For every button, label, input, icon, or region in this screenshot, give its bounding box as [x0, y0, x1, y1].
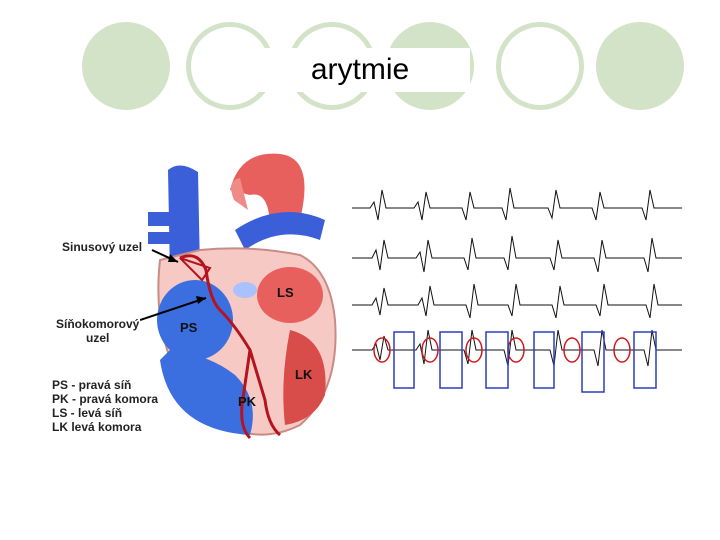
- chamber-label-lk: LK: [295, 367, 312, 382]
- legend-item: LK levá komora: [52, 420, 158, 434]
- legend-item: LS - levá síň: [52, 406, 158, 420]
- slide-title: arytmie: [250, 48, 470, 92]
- chamber-label-pk: PK: [238, 394, 256, 409]
- legend-item: PK - pravá komora: [52, 392, 158, 406]
- label-av-node-line1: Síňokomorový: [56, 317, 139, 331]
- label-sinus-node: Sinusový uzel: [62, 240, 142, 254]
- label-av-node-line2: uzel: [86, 331, 109, 345]
- decor-circle-6: [596, 22, 684, 110]
- chamber-label-ls: LS: [277, 285, 294, 300]
- decor-circle-5: [496, 22, 584, 110]
- legend-item: PS - pravá síň: [52, 378, 158, 392]
- heart-legend: PS - pravá síň PK - pravá komora LS - le…: [52, 378, 158, 434]
- decor-circle-1: [82, 22, 170, 110]
- ecg-trace-image: [352, 180, 687, 395]
- chamber-label-ps: PS: [180, 320, 197, 335]
